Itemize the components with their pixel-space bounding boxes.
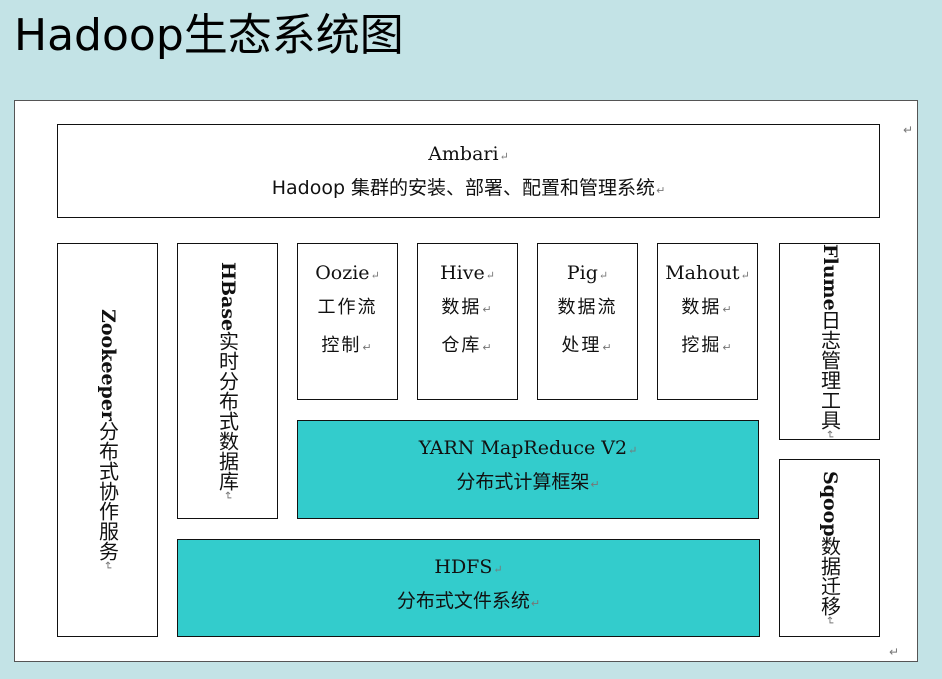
return-mark: ↵	[101, 561, 115, 571]
mahout-desc-line2: 挖掘	[681, 334, 722, 356]
flume-box: Flume 日志管理工具↵	[779, 243, 880, 440]
hdfs-name: HDFS	[434, 556, 493, 578]
hbase-name: HBase	[216, 261, 239, 331]
return-mark: ↵	[530, 596, 541, 610]
flume-name: Flume	[818, 243, 841, 311]
yarn-box: YARN MapReduce V2↵ 分布式计算框架↵	[297, 420, 759, 519]
zookeeper-desc: 分布式协作服务	[95, 421, 120, 562]
hbase-box: HBase 实时分布式数据库↵	[177, 243, 278, 519]
sqoop-desc: 数据迁移	[817, 536, 842, 617]
zookeeper-name: Zookeeper	[96, 309, 119, 422]
hive-name: Hive	[440, 262, 485, 284]
return-mark: ↵	[722, 302, 734, 316]
return-mark: ↵	[628, 444, 638, 457]
pig-name: Pig	[566, 262, 598, 284]
oozie-desc-line1: 工作流	[317, 296, 378, 318]
return-mark: ↵	[221, 490, 235, 501]
pig-box: Pig↵ 数据流 处理↵	[537, 243, 638, 400]
hive-desc-line1: 数据	[441, 296, 482, 318]
sqoop-box: Sqoop 数据迁移↵	[779, 459, 880, 637]
oozie-box: Oozie↵ 工作流 控制↵	[297, 243, 398, 400]
flume-desc: 日志管理工具	[817, 310, 842, 431]
ambari-desc: Hadoop 集群的安装、部署、配置和管理系统	[271, 176, 656, 199]
return-mark: ↵	[362, 340, 374, 354]
pig-desc-line2: 处理	[561, 334, 602, 356]
return-mark: ↵	[889, 645, 900, 659]
diagram-page: Ambari↵ Hadoop 集群的安装、部署、配置和管理系统↵ Zookeep…	[14, 100, 918, 662]
ambari-box: Ambari↵ Hadoop 集群的安装、部署、配置和管理系统↵	[57, 124, 880, 218]
return-mark: ↵	[656, 183, 666, 197]
hdfs-box: HDFS↵ 分布式文件系统↵	[177, 539, 760, 637]
hbase-desc: 实时分布式数据库	[215, 330, 240, 491]
return-mark: ↵	[823, 430, 837, 440]
hive-desc-line2: 仓库	[441, 334, 482, 356]
hdfs-desc: 分布式文件系统	[396, 589, 530, 612]
return-mark: ↵	[903, 123, 914, 137]
sqoop-name: Sqoop	[818, 470, 841, 537]
return-mark: ↵	[493, 563, 503, 576]
hive-box: Hive↵ 数据↵ 仓库↵	[417, 243, 518, 400]
ambari-name: Ambari	[428, 143, 499, 165]
pig-desc-line1: 数据流	[557, 296, 618, 318]
return-mark: ↵	[370, 269, 380, 282]
slide-title: Hadoop生态系统图	[14, 10, 404, 61]
return-mark: ↵	[590, 477, 600, 491]
return-mark: ↵	[740, 269, 750, 282]
yarn-name: YARN MapReduce V2	[418, 437, 628, 459]
mahout-box: Mahout↵ 数据↵ 挖掘↵	[657, 243, 758, 400]
return-mark: ↵	[602, 340, 614, 354]
mahout-name: Mahout	[665, 262, 740, 284]
return-mark: ↵	[598, 269, 609, 282]
return-mark: ↵	[823, 616, 837, 626]
return-mark: ↵	[482, 340, 494, 354]
yarn-desc: 分布式计算框架	[456, 470, 590, 493]
mahout-desc-line1: 数据	[681, 296, 722, 318]
return-mark: ↵	[499, 150, 509, 163]
return-mark: ↵	[722, 340, 734, 354]
oozie-name: Oozie	[315, 262, 370, 284]
zookeeper-box: Zookeeper 分布式协作服务↵	[57, 243, 158, 637]
oozie-desc-line2: 控制	[321, 334, 362, 356]
return-mark: ↵	[485, 269, 495, 282]
return-mark: ↵	[482, 302, 494, 316]
